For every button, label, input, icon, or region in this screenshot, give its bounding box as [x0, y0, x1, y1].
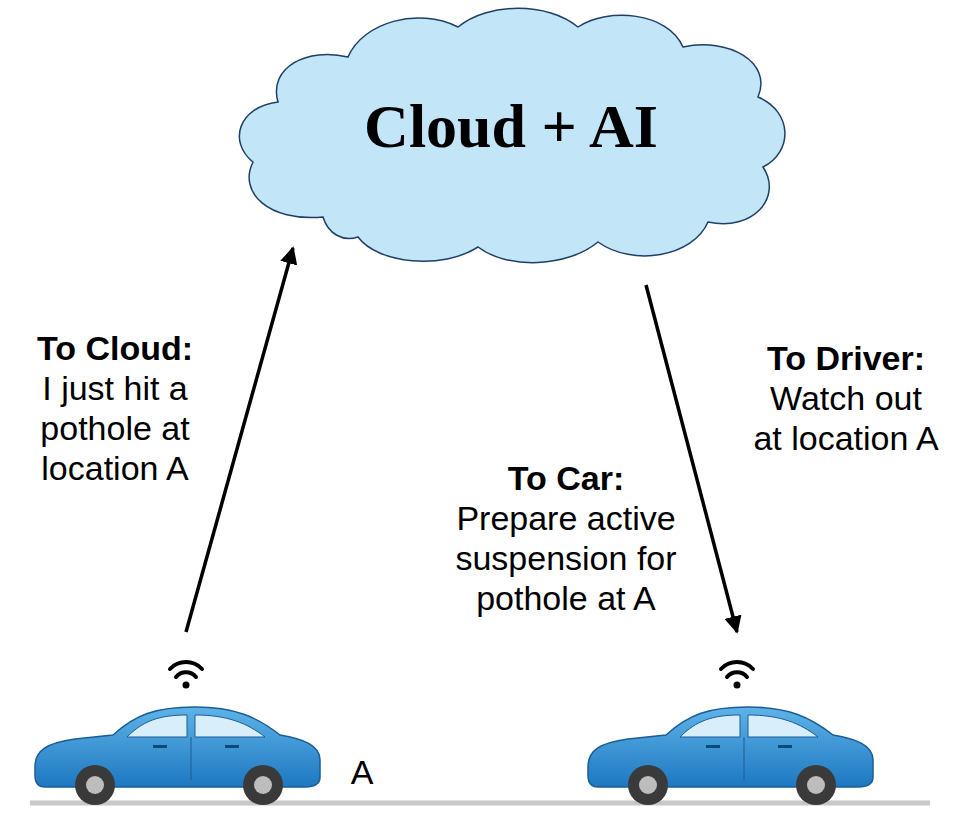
message-text: Prepare active suspension for pothole at… [446, 498, 686, 618]
cloud-title: Cloud + AI [364, 91, 658, 162]
message-text: Watch out at location A [752, 378, 941, 458]
wifi-icon [721, 662, 753, 688]
message-text: I just hit a pothole at location A [8, 368, 223, 488]
message-heading: To Driver: [746, 338, 946, 378]
car-right [588, 707, 873, 805]
arrow-down [646, 285, 737, 632]
cloud-outline [239, 8, 785, 262]
wifi-icon [170, 662, 202, 688]
message-heading: To Car: [446, 458, 686, 498]
road [30, 801, 930, 806]
cloud-node: Cloud + AI [228, 2, 794, 270]
arrow-up [186, 248, 293, 632]
message-heading: To Cloud: [5, 328, 225, 368]
location-label: A [342, 752, 382, 792]
car-left [35, 707, 320, 805]
